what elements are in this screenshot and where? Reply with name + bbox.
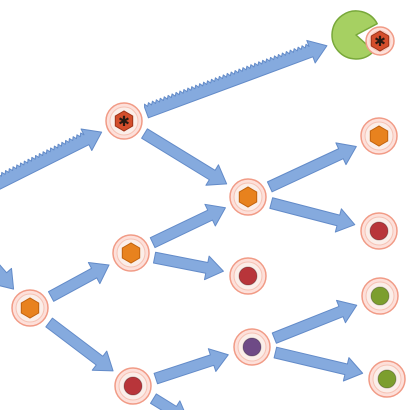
gen3-red-cell [360,212,398,250]
eaten-tumor-cell: ✱ [365,26,395,56]
arrow-gen1-lower-cell-to-off-bottom [150,393,189,410]
root-cell [11,289,49,327]
gen2-purple-cell [233,328,271,366]
arrow-root-cell-to-gen1-lower-cell [45,317,114,372]
arrow-gen2-tumor-cell-to-gen2-orange-cell [141,128,228,186]
gen1-upper-cell [112,234,150,272]
arrow-gen1-upper-cell-to-gen2-red-cell [152,251,224,281]
arrow-off-left-to-gen2-tumor-cell [0,128,103,198]
arrow-gen1-lower-cell-to-gen2-purple-cell [153,348,229,385]
arrow-off-left-to-root-cell [0,257,15,290]
gen1-lower-cell [114,367,152,405]
arrow-gen1-upper-cell-to-gen2-orange-cell [149,203,226,249]
arrow-gen2-tumor-cell-to-immune-pacman [144,39,328,119]
gen3-green-cell-upper [361,277,399,315]
arrow-layer [0,39,364,410]
gen3-green-cell-lower [368,360,406,398]
arrow-gen2-orange-cell-to-gen3-red-cell [269,197,356,233]
tumor-marker-icon: ✱ [118,114,130,130]
tumor-marker-icon: ✱ [374,34,386,50]
arrow-gen2-orange-cell-to-gen3-orange-cell [266,142,357,193]
gen2-tumor-cell: ✱ [105,102,143,140]
arrow-root-cell-to-gen1-upper-cell [47,262,110,302]
arrow-gen2-purple-cell-to-gen3-green-cell-upper [271,299,358,344]
immune-pacman [331,10,378,60]
gen3-orange-cell [360,117,398,155]
arrow-gen2-purple-cell-to-gen3-green-cell-lower [273,346,364,382]
node-layer: ✱✱ [11,10,406,405]
gen2-orange-cell [229,178,267,216]
gen2-red-cell [229,257,267,295]
